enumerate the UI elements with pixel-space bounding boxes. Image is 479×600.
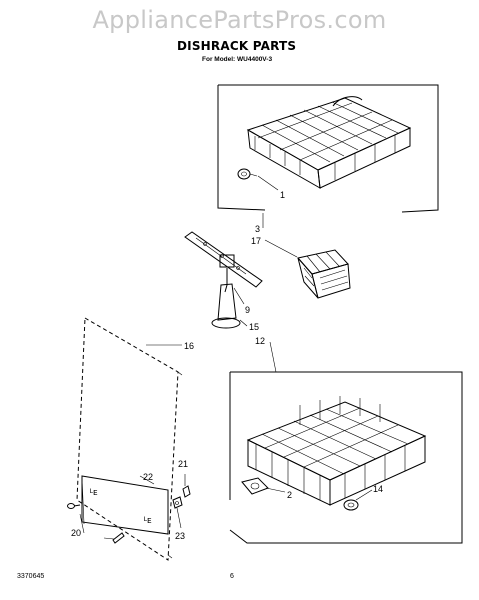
callout-22: 22 — [143, 472, 153, 482]
screw-part-20-left — [67, 503, 81, 509]
callout-21: 21 — [178, 459, 188, 469]
page-title: DISHRACK PARTS — [177, 39, 297, 53]
lower-rack-roller — [241, 477, 286, 495]
page-number: 6 — [230, 573, 234, 580]
callout-2: 2 — [287, 490, 292, 500]
callout-20: 20 — [71, 528, 81, 538]
clip-part-21 — [182, 474, 191, 498]
rack-roller-part — [237, 168, 279, 191]
silverware-basket — [297, 249, 351, 299]
lower-rack-wheel — [343, 489, 373, 511]
callout-17: 17 — [251, 236, 261, 246]
spray-arm — [184, 231, 263, 329]
callout-23: 23 — [175, 531, 185, 541]
clip-part-23 — [172, 496, 183, 529]
panel-label-right: ᴸᴇ — [144, 515, 152, 525]
door-trim-panel: ᴸᴇ ᴸᴇ — [81, 475, 169, 535]
screw-part-20-bottom — [103, 532, 125, 544]
callout-14: 14 — [373, 484, 383, 494]
model-label: For Model: WU4400V-3 — [202, 56, 273, 63]
doc-number: 3370645 — [17, 573, 45, 580]
callout-12: 12 — [255, 336, 265, 346]
panel-label-left: ᴸᴇ — [90, 487, 98, 497]
upper-dishrack — [246, 96, 412, 189]
watermark: AppliancePartsPros.com — [92, 6, 387, 34]
callout-16: 16 — [184, 341, 194, 351]
lower-dishrack — [246, 396, 427, 506]
callout-3: 3 — [255, 224, 260, 234]
callout-15: 15 — [249, 322, 259, 332]
callout-9: 9 — [245, 305, 250, 315]
lower-rack-frame — [229, 371, 463, 544]
upper-rack-frame — [218, 84, 439, 213]
door-panel — [76, 317, 183, 561]
callout-1: 1 — [280, 190, 285, 200]
